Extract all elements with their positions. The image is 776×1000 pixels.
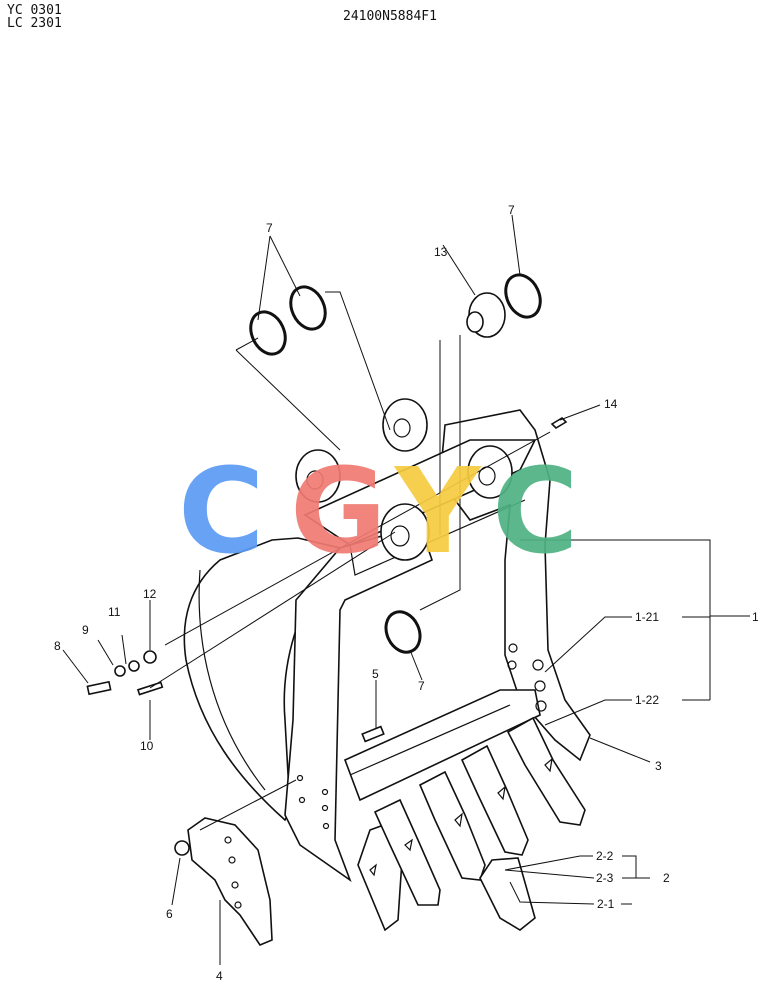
callout-labels: 7 13 7 14 12 11 9 8 10 5 7 6 4 3 1 1-21 … bbox=[54, 203, 759, 983]
callout-14: 14 bbox=[604, 397, 618, 411]
callout-8: 8 bbox=[54, 639, 61, 653]
callout-2-3: 2-3 bbox=[596, 871, 614, 885]
callout-1-21: 1-21 bbox=[635, 610, 659, 624]
callout-2-1: 2-1 bbox=[597, 897, 615, 911]
watermark: C G Y C bbox=[178, 442, 579, 580]
callout-3: 3 bbox=[655, 759, 662, 773]
callout-1: 1 bbox=[752, 610, 759, 624]
watermark-letter-1: C bbox=[178, 442, 265, 580]
callout-2: 2 bbox=[663, 871, 670, 885]
callout-5: 5 bbox=[372, 667, 379, 681]
fasteners bbox=[86, 416, 568, 856]
watermark-letter-3: Y bbox=[393, 442, 482, 580]
callout-7-a: 7 bbox=[266, 221, 273, 235]
bucket-teeth bbox=[357, 716, 586, 932]
leader-lines bbox=[62, 214, 750, 965]
callout-4: 4 bbox=[216, 969, 223, 983]
model-code-2: LC 2301 bbox=[7, 16, 62, 31]
callout-9: 9 bbox=[82, 623, 89, 637]
callout-7-c: 7 bbox=[418, 679, 425, 693]
bucket-body bbox=[183, 409, 591, 883]
model-code-1: YC 0301 bbox=[7, 3, 62, 18]
watermark-letter-4: C bbox=[492, 442, 579, 580]
callout-11: 11 bbox=[108, 605, 121, 619]
callout-10: 10 bbox=[140, 739, 154, 753]
callout-2-2: 2-2 bbox=[596, 849, 614, 863]
tooth-assembly-2 bbox=[479, 857, 536, 931]
callout-7-b: 7 bbox=[508, 203, 515, 217]
o-rings bbox=[249, 273, 542, 654]
callout-6: 6 bbox=[166, 907, 173, 921]
callout-1-22: 1-22 bbox=[635, 693, 659, 707]
side-cutter bbox=[187, 817, 273, 946]
watermark-letter-2: G bbox=[290, 442, 387, 580]
shim-collar bbox=[466, 292, 506, 338]
drawing-number: 24100N5884F1 bbox=[343, 9, 437, 24]
callout-12: 12 bbox=[143, 587, 157, 601]
callout-13: 13 bbox=[434, 245, 448, 259]
